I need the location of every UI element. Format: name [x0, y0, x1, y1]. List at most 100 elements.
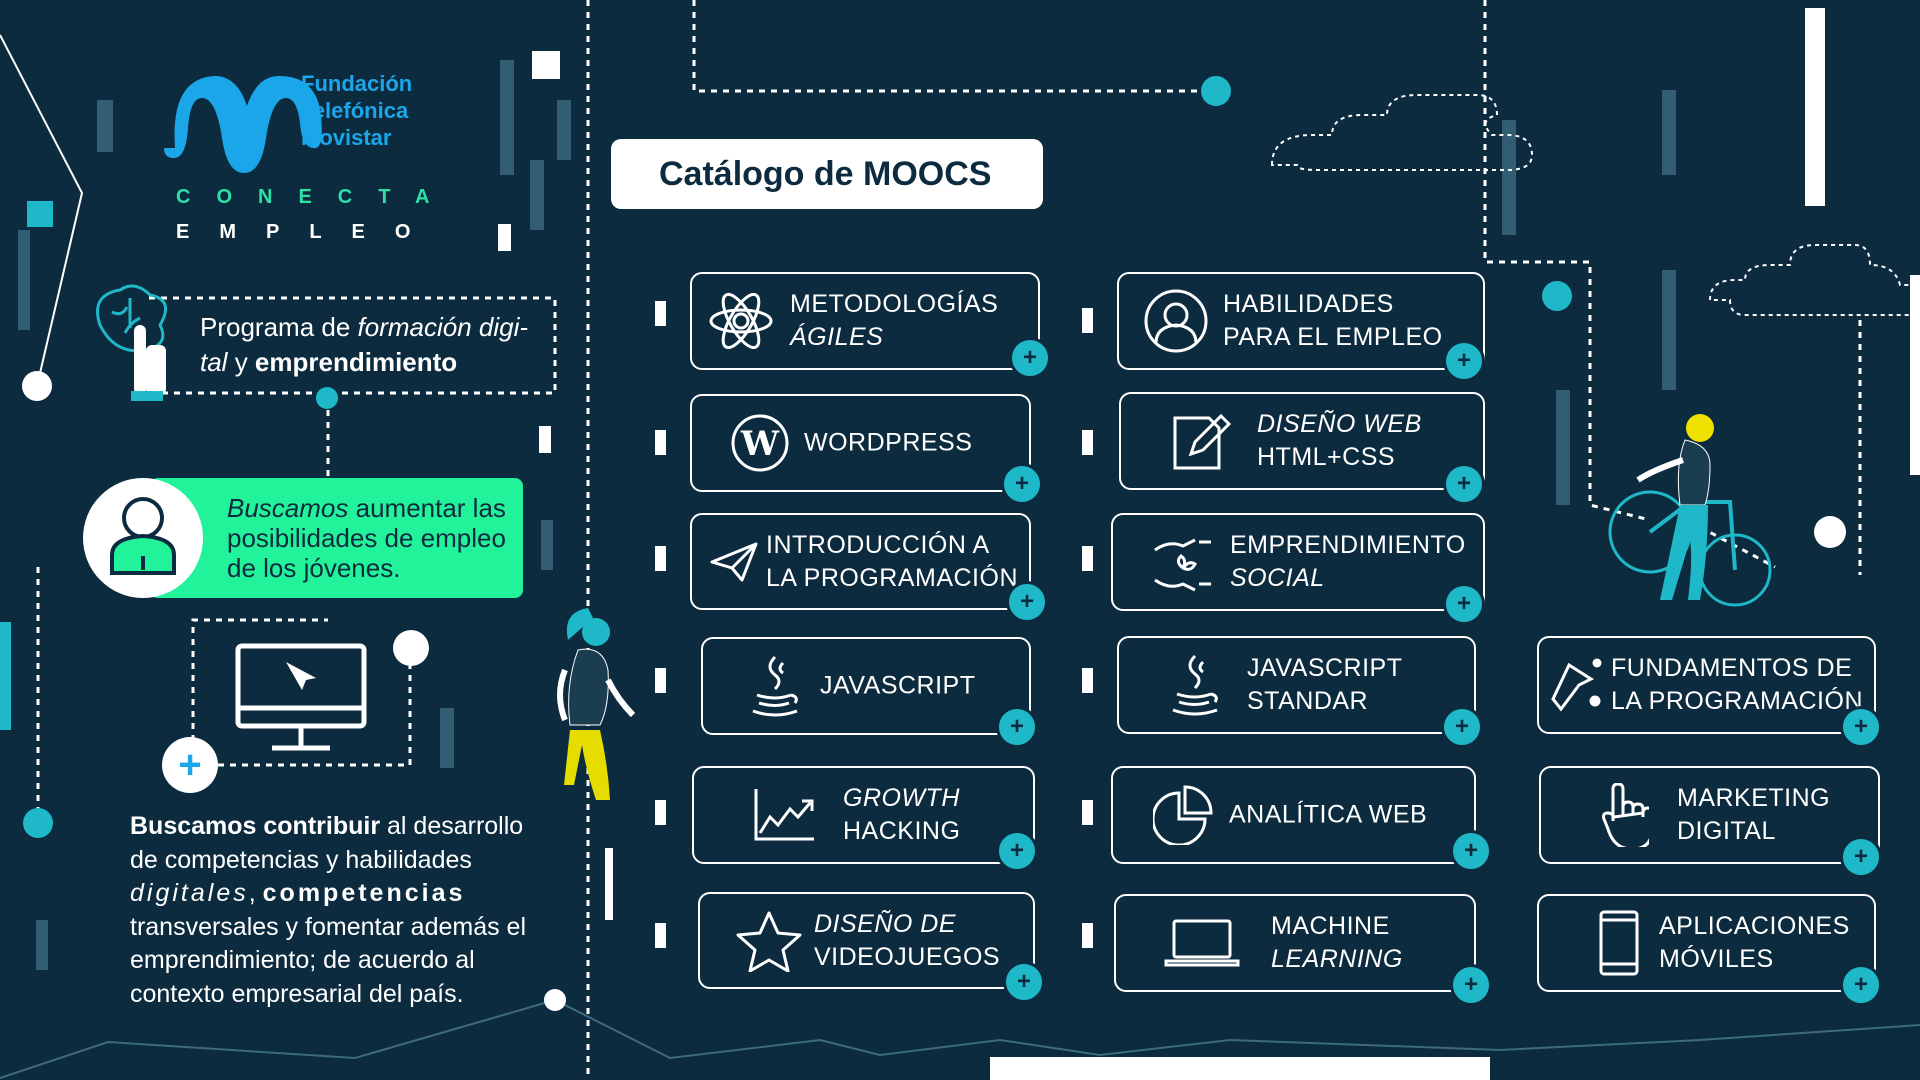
course-card-analitica-web[interactable]: ANALÍTICA WEB — [1111, 766, 1476, 864]
course-label-line1: DISEÑO DE — [814, 908, 1000, 941]
bullet-marker — [655, 546, 666, 571]
add-course-button[interactable]: + — [1840, 836, 1882, 878]
course-label-line2: STANDAR — [1247, 687, 1369, 715]
course-card-javascript[interactable]: JAVASCRIPT — [701, 637, 1031, 735]
add-course-button[interactable]: + — [1840, 964, 1882, 1006]
bullet-marker — [1082, 308, 1093, 333]
catalog-title: Catálogo de MOOCS — [611, 139, 1043, 209]
intro-italic: formación digi-tal — [200, 312, 529, 377]
add-course-button[interactable]: + — [996, 830, 1038, 872]
add-course-button[interactable]: + — [1441, 706, 1483, 748]
course-label-line2: DIGITAL — [1677, 817, 1776, 845]
brand-name: Fundación Telefónica Movistar — [301, 70, 412, 151]
expand-button[interactable]: + — [162, 737, 218, 793]
brand-line-2: Telefónica — [301, 98, 409, 123]
add-course-button[interactable]: + — [1443, 340, 1485, 382]
course-label: METODOLOGÍAS ÁGILES — [790, 288, 998, 354]
flask-icon — [1551, 658, 1602, 712]
course-card-machine-learning[interactable]: MACHINE LEARNING — [1114, 894, 1476, 992]
course-card-wordpress[interactable]: W WORDPRESS — [690, 394, 1031, 492]
add-course-button[interactable]: + — [1840, 706, 1882, 748]
bullet-marker — [655, 668, 666, 693]
svg-text:W: W — [740, 424, 780, 464]
java-cup-icon — [1172, 654, 1218, 716]
course-label-line2: ÁGILES — [790, 323, 884, 351]
course-label: MARKETING DIGITAL — [1677, 782, 1830, 848]
course-label-italic: DISEÑO DE — [814, 909, 957, 938]
course-label-line1: DISEÑO WEB — [1257, 410, 1422, 438]
bullet-marker — [655, 430, 666, 455]
add-course-button[interactable]: + — [1443, 463, 1485, 505]
add-course-button[interactable]: + — [1450, 830, 1492, 872]
helping-hands-icon — [1154, 538, 1211, 592]
course-card-metodologias-agiles[interactable]: METODOLOGÍAS ÁGILES — [690, 272, 1040, 370]
bullet-marker — [1082, 923, 1093, 948]
add-course-button[interactable]: + — [1443, 583, 1485, 625]
course-label: FUNDAMENTOS DE LA PROGRAMACIÓN — [1611, 652, 1863, 718]
add-course-button[interactable]: + — [996, 706, 1038, 748]
program-name-empleo: EMPLEO — [176, 221, 441, 243]
course-label: JAVASCRIPT STANDAR — [1247, 652, 1403, 718]
bullet-marker — [1082, 800, 1093, 825]
course-card-intro-programacion[interactable]: INTRODUCCIÓN A LA PROGRAMACIÓN — [690, 513, 1031, 610]
course-card-javascript-standar[interactable]: JAVASCRIPT STANDAR — [1117, 636, 1476, 734]
bullet-marker — [655, 301, 666, 326]
laptop-icon — [1164, 919, 1240, 967]
user-icon — [1144, 289, 1208, 353]
course-label-line1: JAVASCRIPT — [1247, 654, 1403, 682]
contrib-text-1: al desarrollo de competencias y habilida… — [130, 812, 524, 874]
wordpress-icon: W — [731, 414, 789, 472]
course-label-line1: GROWTH — [843, 784, 960, 812]
course-label-line1: METODOLOGÍAS — [790, 290, 999, 318]
add-course-button[interactable]: + — [1009, 337, 1051, 379]
contrib-bold-1: Buscamos contribuir — [130, 812, 381, 840]
bullet-marker — [655, 800, 666, 825]
contrib-text-3: transversales y fomentar además el empre… — [130, 912, 527, 1008]
course-label-line1: INTRODUCCIÓN A — [766, 530, 990, 559]
course-label-line2: LA PROGRAMACIÓN — [766, 563, 1018, 592]
course-label-line1: MACHINE — [1271, 912, 1390, 940]
course-label: INTRODUCCIÓN A LA PROGRAMACIÓN — [766, 529, 1018, 595]
course-label-line1: WORDPRESS — [804, 428, 973, 457]
bullet-marker — [1082, 546, 1093, 571]
contrib-text-2: , — [248, 879, 263, 907]
brand-line-1: Fundación — [301, 71, 413, 96]
course-label: WORDPRESS — [804, 427, 972, 460]
program-description: Programa de formación digi-tal y emprend… — [200, 310, 545, 380]
course-label-line1: FUNDAMENTOS DE — [1611, 654, 1853, 682]
mission-box — [150, 478, 523, 598]
edit-document-icon — [1173, 413, 1232, 470]
contrib-italic: digitales — [130, 879, 249, 907]
course-label-line2: LA PROGRAMACIÓN — [1611, 687, 1863, 715]
add-course-button[interactable]: + — [1001, 463, 1043, 505]
course-label-line1: JAVASCRIPT — [820, 671, 976, 700]
course-label-line2: LEARNING — [1271, 945, 1403, 973]
course-label-line1: EMPRENDIMIENTO — [1230, 531, 1466, 559]
pointer-hand-icon — [1602, 783, 1649, 847]
add-course-button[interactable]: + — [1450, 964, 1492, 1006]
course-card-marketing-digital[interactable]: MARKETING DIGITAL — [1539, 766, 1880, 864]
course-label-line1: MARKETING — [1677, 784, 1831, 812]
mission-italic: Buscamos — [227, 493, 349, 523]
growth-chart-icon — [754, 789, 814, 841]
add-course-button[interactable]: + — [1003, 961, 1045, 1003]
add-course-button[interactable]: + — [1006, 581, 1048, 623]
course-label: MACHINE LEARNING — [1271, 910, 1403, 976]
contrib-bold-2: competencias — [262, 879, 466, 907]
program-name-conecta: CONECTA — [176, 186, 456, 208]
mission-text: Buscamos aumentar las posibilidades de e… — [227, 493, 517, 583]
intro-bold: emprendimiento — [254, 347, 458, 377]
course-label-line1: HABILIDADES — [1223, 290, 1394, 318]
course-card-fundamentos-programacion[interactable]: FUNDAMENTOS DE LA PROGRAMACIÓN — [1537, 636, 1876, 734]
